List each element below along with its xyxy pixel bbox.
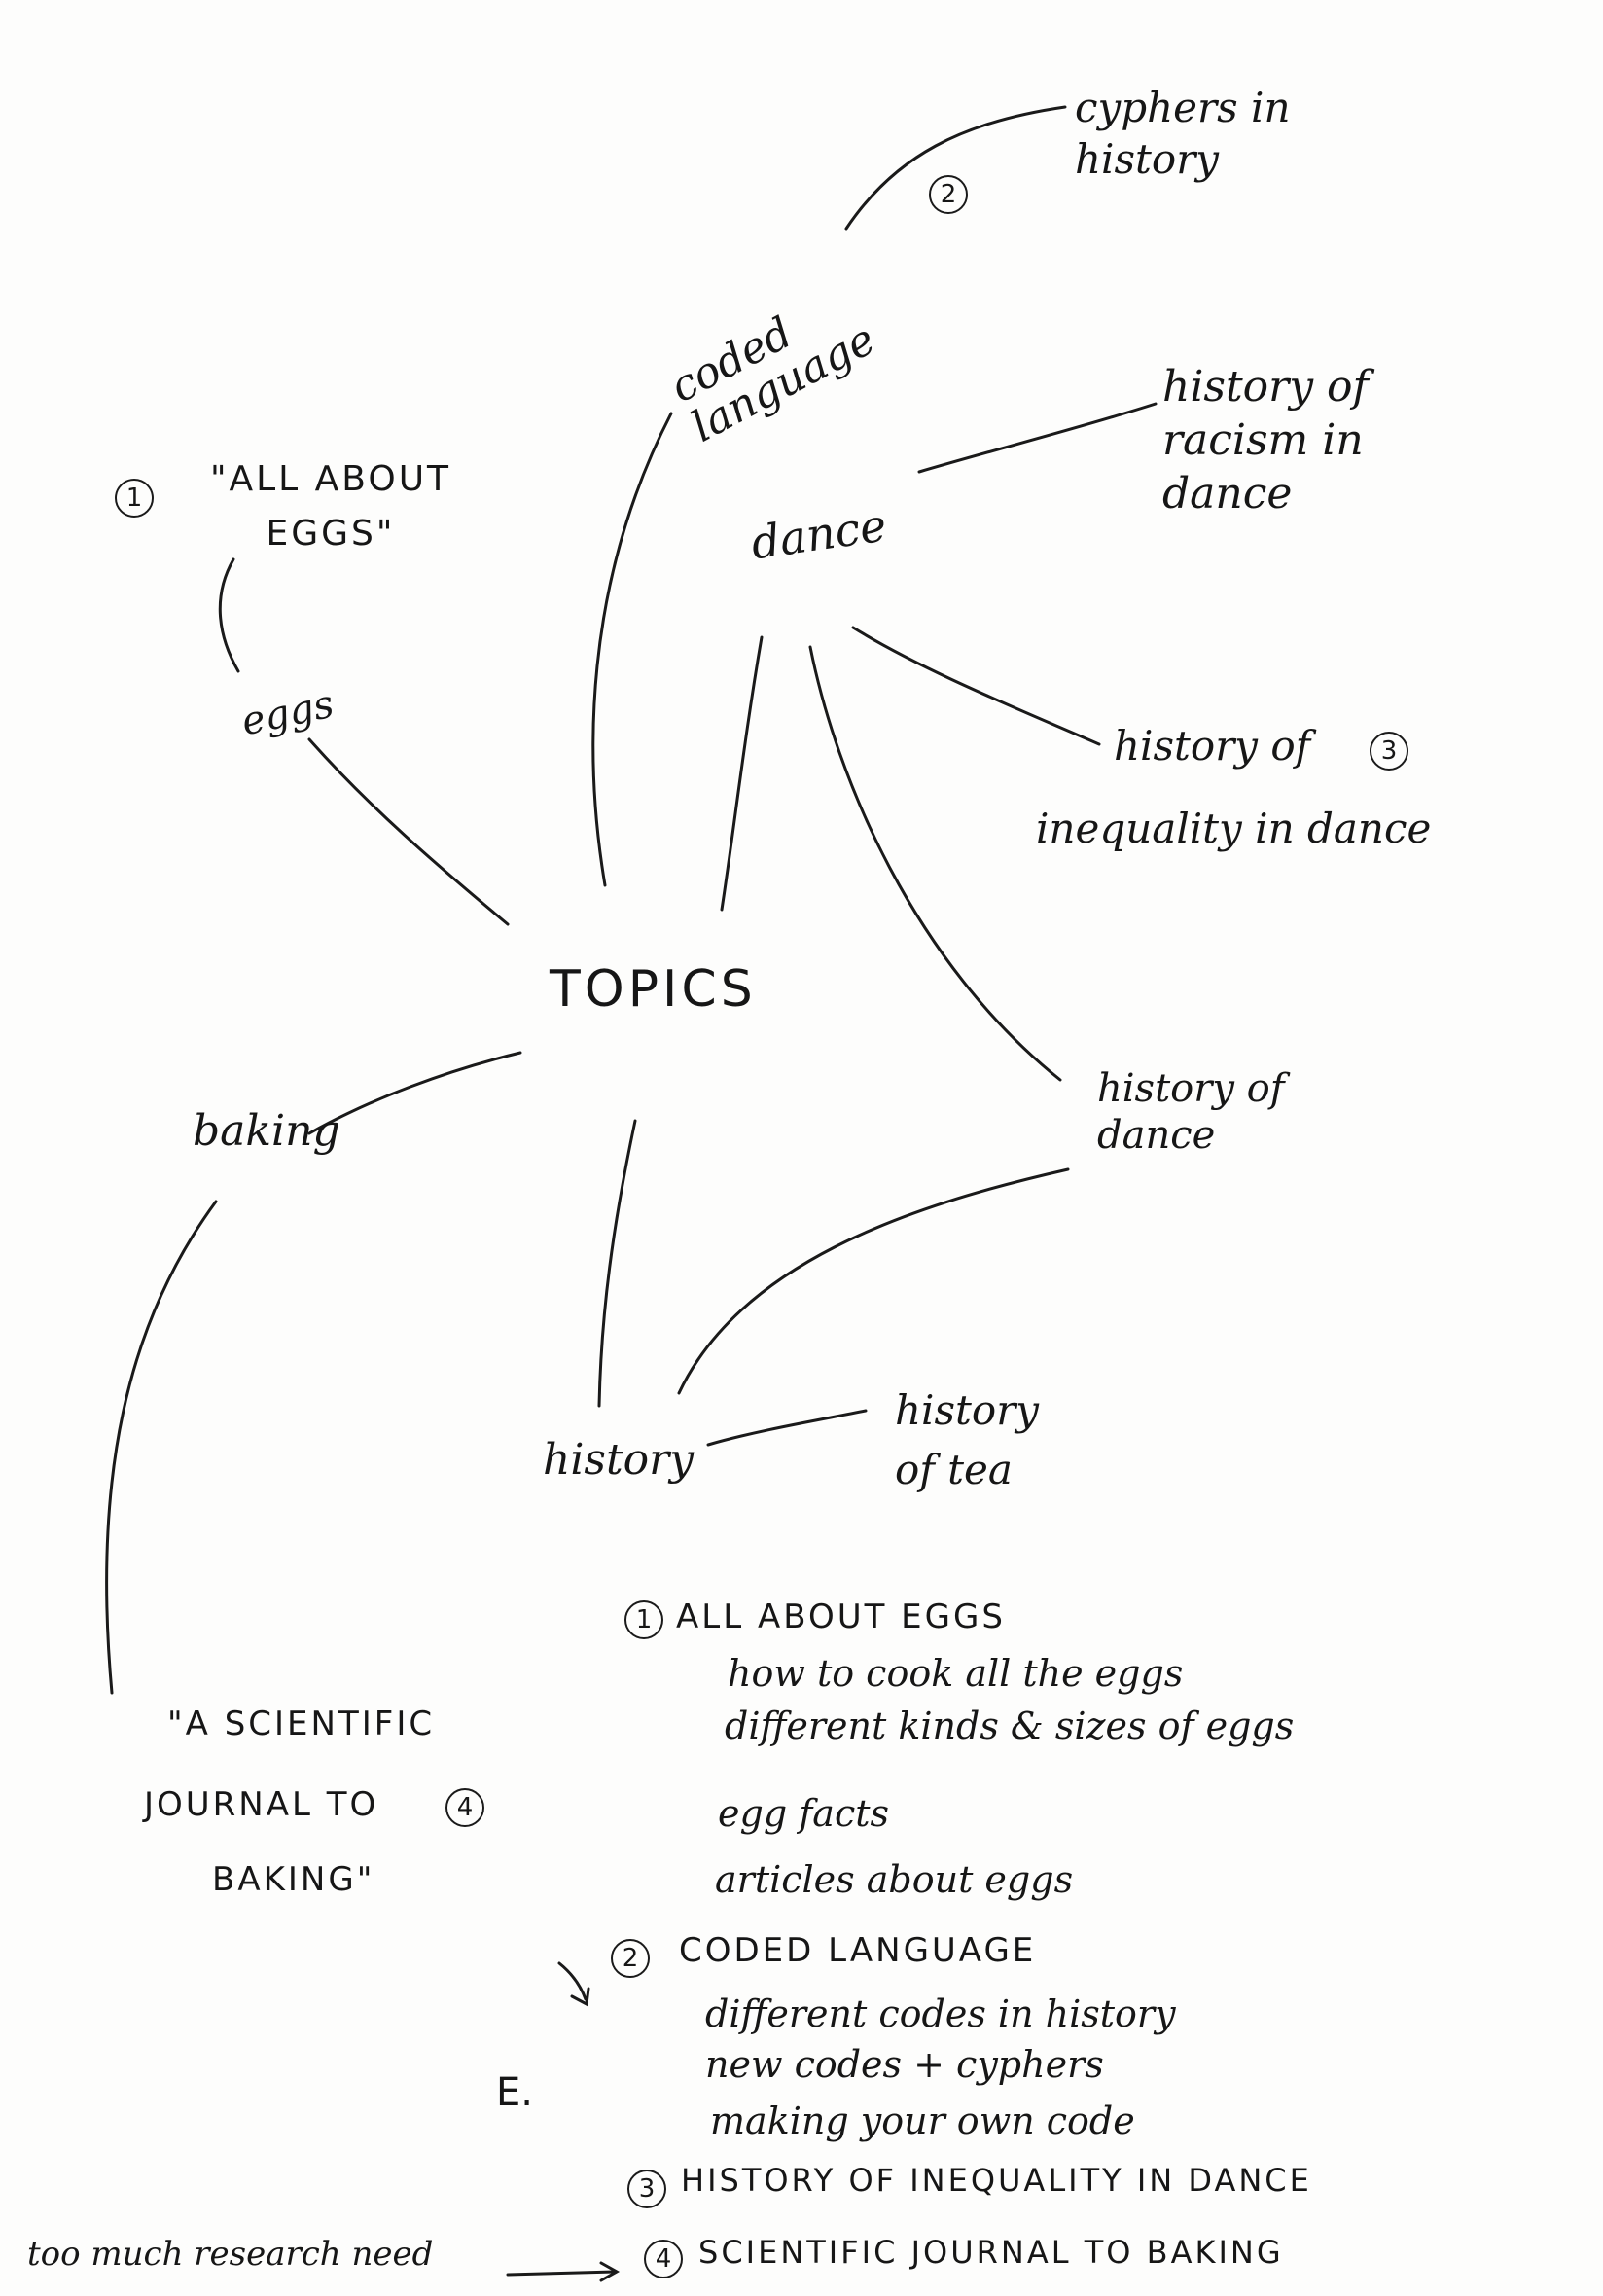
arrow-item4-line [506, 2270, 617, 2277]
badge-inequality: 3 [1370, 732, 1408, 771]
list-item4-side-note: too much research need [27, 2235, 434, 2274]
connector-topics-dance [720, 635, 764, 912]
note-all-about-eggs: "ALL ABOUT EGGS" [209, 459, 452, 554]
node-history-of-tea: history of tea [895, 1386, 1040, 1493]
connector-eggs-note [218, 557, 240, 673]
connector-dance-historydance [808, 645, 1062, 1082]
connector-topics-history [597, 1119, 637, 1408]
list-item3-badge: 3 [627, 2170, 666, 2208]
list-item4-title: SCIENTIFIC JOURNAL TO BAKING [698, 2234, 1284, 2271]
center-topic: TOPICS [550, 960, 757, 1019]
node-history-of-dance: history of dance [1097, 1066, 1285, 1158]
arrow-item4-head [599, 2261, 621, 2282]
badge-scientific-journal: 4 [445, 1788, 484, 1827]
list-item1-line: different kinds & sizes of eggs [725, 1704, 1295, 1747]
badge-cyphers: 2 [929, 175, 968, 214]
list-item1-line: how to cook all the eggs [728, 1652, 1184, 1695]
connector-historydance-history [677, 1167, 1070, 1395]
connector-dance-inequality [851, 626, 1101, 746]
node-history-of-inequality-line1: history of [1114, 722, 1311, 770]
list-item2-line: different codes in history [705, 1992, 1176, 2035]
node-history-of-racism-in-dance: history of racism in dance [1162, 362, 1369, 519]
list-item3-title: HISTORY OF INEQUALITY IN DANCE [681, 2162, 1312, 2199]
arrow-item3-line [557, 1961, 588, 2001]
node-history: history [543, 1435, 695, 1485]
note-scientific-journal-line3: BAKING" [212, 1860, 375, 1899]
connector-dance-racism [917, 402, 1158, 474]
node-cyphers-in-history: cyphers in history [1075, 84, 1291, 183]
note-scientific-journal-line2: JOURNAL TO [144, 1785, 379, 1824]
list-item2-line: making your own code [710, 2099, 1135, 2142]
node-history-of-inequality-line2: inequality in dance [1036, 805, 1432, 852]
connector-history-tea [706, 1409, 868, 1447]
connector-topics-baking [307, 1051, 522, 1135]
list-item4-badge: 4 [644, 2240, 683, 2278]
connector-baking-journal [105, 1200, 218, 1695]
list-item3-mark: E. [496, 2070, 533, 2115]
connector-eggs-topics [307, 737, 510, 926]
list-item2-line: new codes + cyphers [705, 2043, 1104, 2086]
connector-coded-cyphers [844, 105, 1067, 231]
badge-all-about-eggs: 1 [115, 479, 154, 518]
list-item1-badge: 1 [624, 1600, 663, 1639]
list-item2-badge: 2 [611, 1939, 650, 1978]
list-item2-title: CODED LANGUAGE [679, 1931, 1037, 1970]
connector-topics-coded [591, 412, 673, 887]
arrow-item3-head [570, 1987, 590, 2007]
list-item1-line: articles about eggs [715, 1858, 1074, 1901]
note-scientific-journal-line1: "A SCIENTIFIC [167, 1704, 436, 1743]
list-item1-line: egg facts [718, 1792, 889, 1835]
list-item1-title: ALL ABOUT EGGS [676, 1597, 1006, 1636]
node-baking: baking [193, 1106, 340, 1156]
